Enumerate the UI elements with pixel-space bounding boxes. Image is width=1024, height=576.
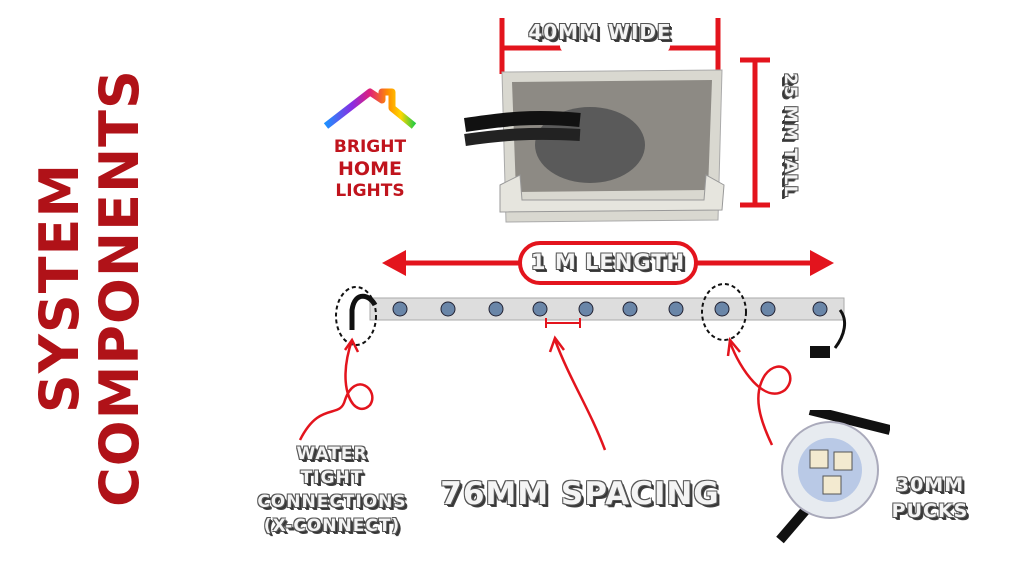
channel-profile-image [464,18,770,223]
connections-label: WATER TIGHT CONNECTIONS (X-CONNECT) [244,442,420,538]
brand-logo: BRIGHT HOME LIGHTS [320,84,420,202]
logo-line-2: HOME [338,158,402,180]
length-arrow [382,241,834,285]
puck-image [776,410,890,544]
connections-line-3: CONNECTIONS [257,492,407,512]
length-label: 1 M LENGTH [530,250,686,274]
spacing-label: 76MM SPACING [440,476,720,512]
width-label: 40MM WIDE [528,20,672,44]
connections-line-1: WATER [296,444,368,464]
pucks-line-1: 30MM [895,474,965,496]
logo-line-1: BRIGHT [333,137,407,157]
led-strip-image [335,283,847,358]
rainbow-house-icon [323,88,417,129]
pucks-label: 30MM PUCKS [885,472,975,524]
logo-line-3: LIGHTS [335,181,405,201]
connections-line-4: (X-CONNECT) [263,516,401,536]
height-label: 25 MM TALL [780,72,800,198]
pucks-line-2: PUCKS [891,500,969,522]
connections-line-2: TIGHT [300,468,364,488]
